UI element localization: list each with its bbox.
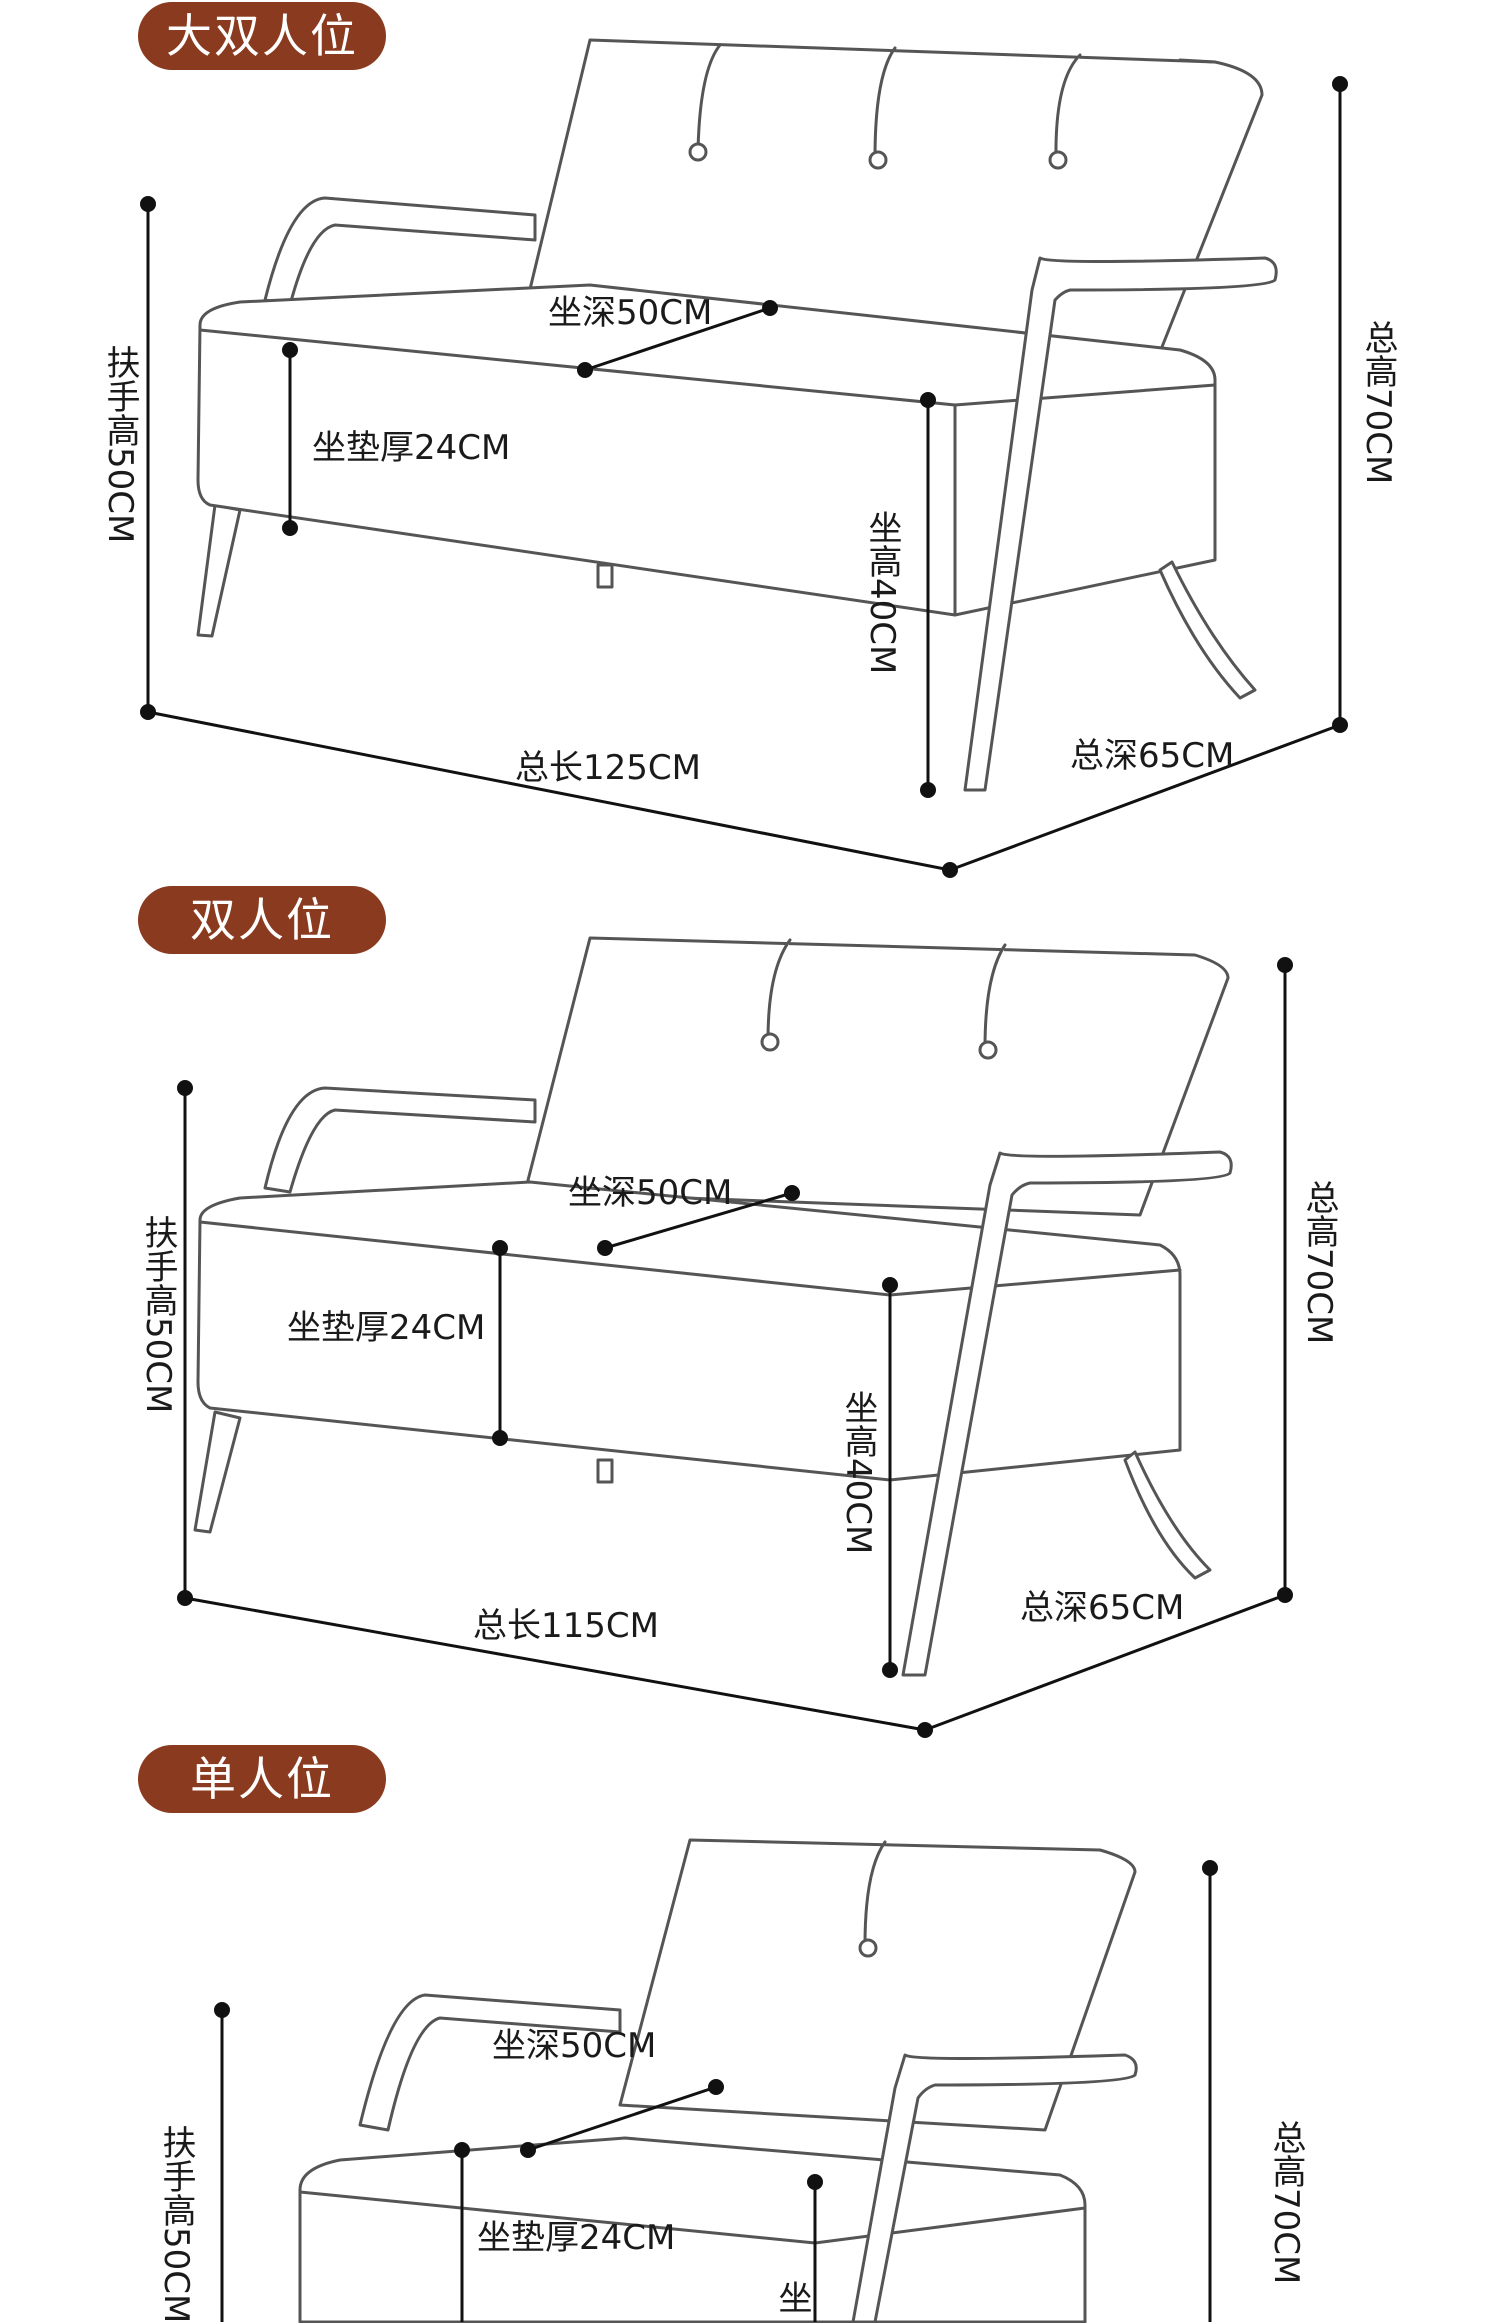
label-total-length: 总长125CM (515, 748, 701, 788)
tufting-seam (766, 938, 792, 1042)
label-total-height: 总高70CM (1358, 320, 1398, 485)
section-single: 单人位 坐深50CM 坐垫厚24CM 扶手高50CM 坐 总高70CM (0, 1720, 1500, 2323)
right-armrest (963, 256, 1278, 792)
back-right-leg (1158, 560, 1257, 700)
seat-base (196, 1180, 1182, 1482)
tufting-button (1048, 150, 1068, 170)
left-armrest (263, 1086, 537, 1194)
section-double: 双人位 坐深50CM 坐垫厚24CM 扶手高50C (0, 870, 1500, 1738)
label-total-depth: 总深65CM (1070, 736, 1235, 776)
sofa-drawing-double (177, 936, 1293, 1738)
tufting-seam (983, 943, 1007, 1050)
label-total-depth: 总深65CM (1020, 1588, 1185, 1628)
label-seat-depth: 坐深50CM (492, 2026, 657, 2066)
sofa-drawing-large-double (140, 38, 1348, 878)
label-armrest-height: 扶手高50CM (100, 345, 140, 544)
tufting-seam (873, 46, 897, 160)
label-total-height: 总高70CM (1299, 1180, 1339, 1345)
backrest (523, 936, 1230, 1217)
sofa-drawing-single (214, 1838, 1218, 2323)
label-cushion-thickness: 坐垫厚24CM (312, 428, 511, 468)
left-armrest (263, 196, 537, 307)
label-seat-depth: 坐深50CM (548, 293, 713, 333)
left-armrest (358, 1993, 622, 2132)
front-left-leg (196, 503, 242, 638)
label-cushion-thickness: 坐垫厚24CM (477, 2218, 676, 2258)
tufting-button (688, 142, 708, 162)
right-armrest (851, 2053, 1138, 2323)
label-cushion-thickness: 坐垫厚24CM (287, 1308, 486, 1348)
tufting-button (858, 1938, 878, 1958)
tufting-seam (863, 1840, 887, 1947)
tufting-seam (1054, 53, 1082, 160)
tufting-seam (696, 43, 722, 152)
label-armrest-height: 扶手高50CM (138, 1215, 178, 1414)
label-armrest-height: 扶手高50CM (156, 2125, 196, 2323)
front-left-leg (193, 1410, 242, 1534)
seat-base (196, 283, 1217, 617)
tufting-button (760, 1032, 780, 1052)
badge-single: 单人位 (138, 1745, 386, 1813)
label-total-height: 总高70CM (1266, 2120, 1306, 2285)
backrest (618, 1838, 1137, 2132)
label-total-length: 总长115CM (473, 1606, 659, 1646)
tufting-button (978, 1040, 998, 1060)
label-seat-height: 坐高40CM (862, 510, 902, 675)
badge-double: 双人位 (138, 886, 386, 954)
right-armrest (901, 1150, 1233, 1677)
label-seat-height: 坐高40CM (838, 1390, 878, 1555)
back-right-leg (1123, 1450, 1212, 1580)
tufting-button (868, 150, 888, 170)
section-large-double: 大双人位 (0, 0, 1500, 878)
label-seat-height-partial: 坐 (772, 2280, 812, 2314)
badge-large-double: 大双人位 (138, 2, 386, 70)
label-seat-depth: 坐深50CM (568, 1173, 733, 1213)
